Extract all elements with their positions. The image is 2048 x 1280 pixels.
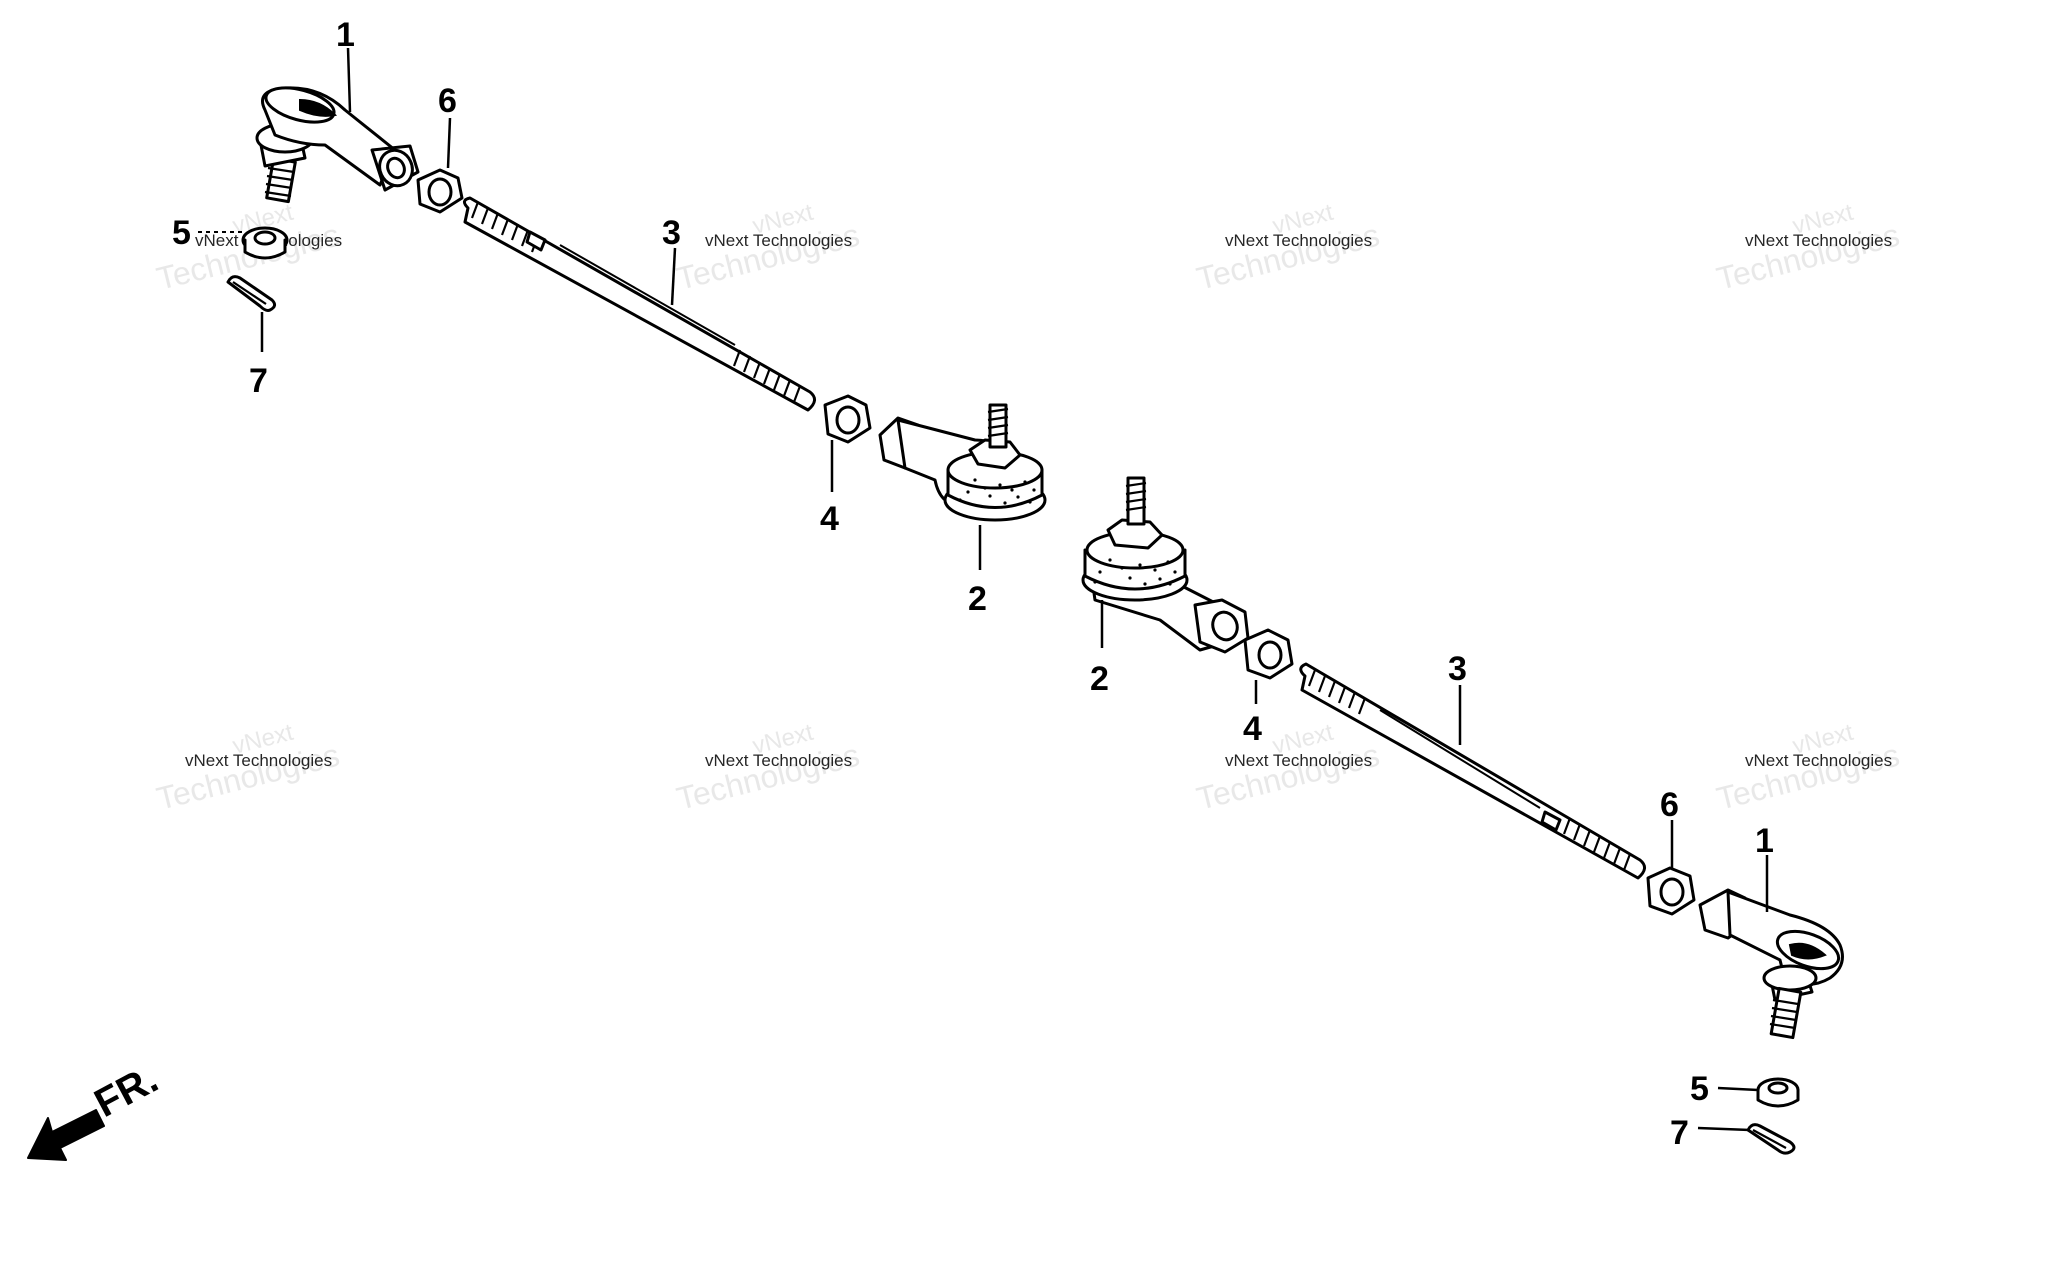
watermark-bottom-1: vNext Technologies vNext Technologies	[153, 719, 343, 817]
svg-text:vNext Technologies: vNext Technologies	[1745, 231, 1892, 250]
callout-3-left: 3	[662, 214, 681, 252]
watermark-bottom-2: vNext Technologies vNext Technologies	[673, 719, 863, 817]
castle-nut-left	[241, 226, 289, 260]
jam-nut-left	[823, 394, 872, 444]
front-direction-indicator: FR.	[27, 1057, 165, 1161]
callout-6-left: 6	[438, 82, 457, 120]
lock-nut-left	[416, 168, 464, 214]
callout-5-left: 5	[172, 214, 191, 252]
svg-text:vNext Technologies: vNext Technologies	[1745, 751, 1892, 770]
inner-tie-rod-end-left	[878, 403, 1047, 522]
tie-rod-right	[1299, 662, 1646, 880]
svg-text:vNext Technologies: vNext Technologies	[1225, 751, 1372, 770]
watermark-top-3: vNext Technologies vNext Technologies	[1193, 199, 1383, 297]
svg-text:vNext Technologies: vNext Technologies	[705, 231, 852, 250]
svg-text:vNext Technologies: vNext Technologies	[185, 751, 332, 770]
callout-5-right: 5	[1690, 1070, 1709, 1108]
callout-6-right: 6	[1660, 786, 1679, 824]
svg-text:vNext Technologies: vNext Technologies	[705, 751, 852, 770]
callout-1-right: 1	[1755, 822, 1774, 860]
callout-2-right: 2	[1090, 660, 1109, 698]
castle-nut-right	[1756, 1077, 1800, 1108]
callout-2-left: 2	[968, 580, 987, 618]
watermark-bottom-4: vNext Technologies vNext Technologies	[1713, 719, 1903, 817]
callout-4-right: 4	[1243, 710, 1262, 748]
callout-1-left: 1	[336, 16, 355, 54]
front-arrow-icon	[27, 1109, 105, 1161]
leader-lines	[198, 47, 1769, 1132]
jam-nut-right	[1243, 628, 1294, 680]
outer-tie-rod-end-left	[255, 86, 420, 204]
outer-tie-rod-end-right	[1698, 888, 1844, 1040]
callout-4-left: 4	[820, 500, 839, 538]
svg-text:vNext Technologies: vNext Technologies	[1225, 231, 1372, 250]
callout-7-left: 7	[249, 362, 268, 400]
cotter-pin-right	[1746, 1123, 1796, 1155]
callout-3-right: 3	[1448, 650, 1467, 688]
watermark-top-4: vNext Technologies vNext Technologies	[1713, 199, 1903, 297]
inner-tie-rod-end-right	[1081, 476, 1250, 654]
callout-7-right: 7	[1670, 1114, 1689, 1152]
callout-labels: 1 6 5 7 3 4 2 2 4 3 6 1 5 7	[172, 16, 1774, 1152]
cotter-pin-left	[226, 275, 277, 312]
watermark-top-2: vNext Technologies vNext Technologies	[673, 199, 863, 297]
lock-nut-right	[1646, 866, 1696, 916]
watermark-bottom-3: vNext Technologies vNext Technologies	[1193, 719, 1383, 817]
tie-rod-left	[463, 196, 816, 412]
